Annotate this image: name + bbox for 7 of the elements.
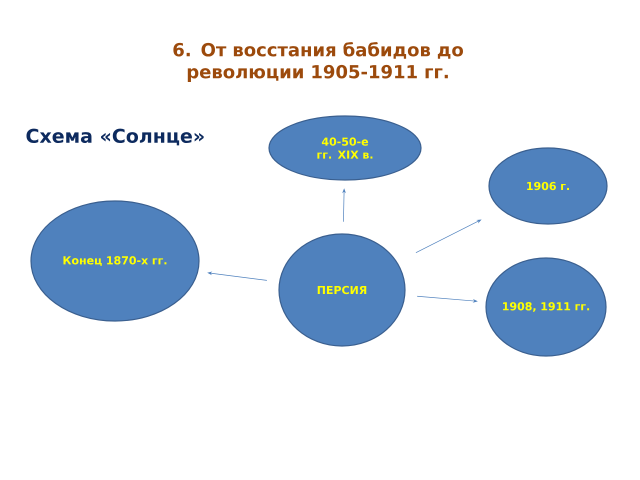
ellipse-node: 40-50-е гг. XIX в. — [268, 115, 422, 181]
ellipse-node: 1906 г. — [488, 147, 608, 225]
ellipse-node: 1908, 1911 гг. — [485, 257, 607, 357]
subtitle: Схема «Солнце» — [26, 128, 204, 146]
title: 6. От восстания бабидов до революции 1905-1911 гг. — [173, 42, 463, 82]
ellipse-node: ПЕРСИЯ — [278, 233, 406, 347]
ellipse-node: Конец 1870-х гг. — [30, 200, 200, 322]
